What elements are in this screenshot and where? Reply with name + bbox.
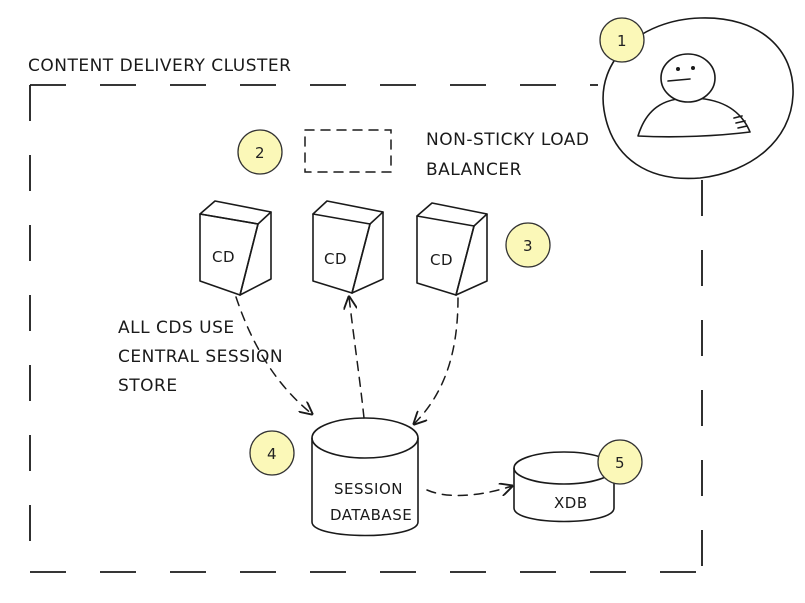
badge-4: 4	[249, 430, 295, 476]
load-balancer-label-line1: NON-STICKY LOAD	[426, 130, 590, 150]
session-database-label-line2: DATABASE	[330, 506, 412, 524]
xdb-database: XDB	[513, 451, 615, 523]
cd-server-3-label: CD	[430, 251, 453, 269]
arrow-session-to-cd2	[349, 297, 365, 419]
badge-4-number: 4	[267, 445, 277, 463]
arrow-cd3-to-session	[414, 297, 459, 424]
cd-server-2: CD	[312, 200, 384, 294]
load-balancer-box	[304, 129, 392, 173]
badge-5: 5	[597, 439, 643, 485]
session-database-label-line1: SESSION	[334, 480, 403, 498]
cluster-boundary	[29, 84, 703, 573]
cd-server-3: CD	[416, 202, 488, 296]
badge-2-number: 2	[255, 144, 265, 162]
badge-3: 3	[505, 222, 551, 268]
note-line-2: CENTRAL SESSION	[118, 347, 283, 367]
arrow-session-to-xdb	[426, 486, 512, 497]
cd-server-1-label: CD	[212, 248, 235, 266]
badge-2: 2	[237, 129, 283, 175]
arrow-cd1-to-session	[235, 296, 312, 414]
badge-5-number: 5	[615, 454, 625, 472]
visitor-group	[602, 17, 794, 180]
cd-server-1: CD	[199, 200, 272, 296]
badge-1: 1	[599, 17, 645, 63]
note-line-3: STORE	[118, 376, 178, 396]
note-line-1: ALL CDS USE	[118, 318, 235, 338]
session-database: SESSION DATABASE	[311, 417, 419, 537]
visitor-icon	[637, 53, 751, 138]
cd-server-2-label: CD	[324, 250, 347, 268]
load-balancer-label-line2: BALANCER	[426, 160, 522, 180]
visitor-bubble	[602, 17, 794, 180]
badge-1-number: 1	[617, 32, 627, 50]
cluster-title: CONTENT DELIVERY CLUSTER	[28, 56, 291, 76]
xdb-label: XDB	[554, 494, 588, 512]
badge-3-number: 3	[523, 237, 533, 255]
